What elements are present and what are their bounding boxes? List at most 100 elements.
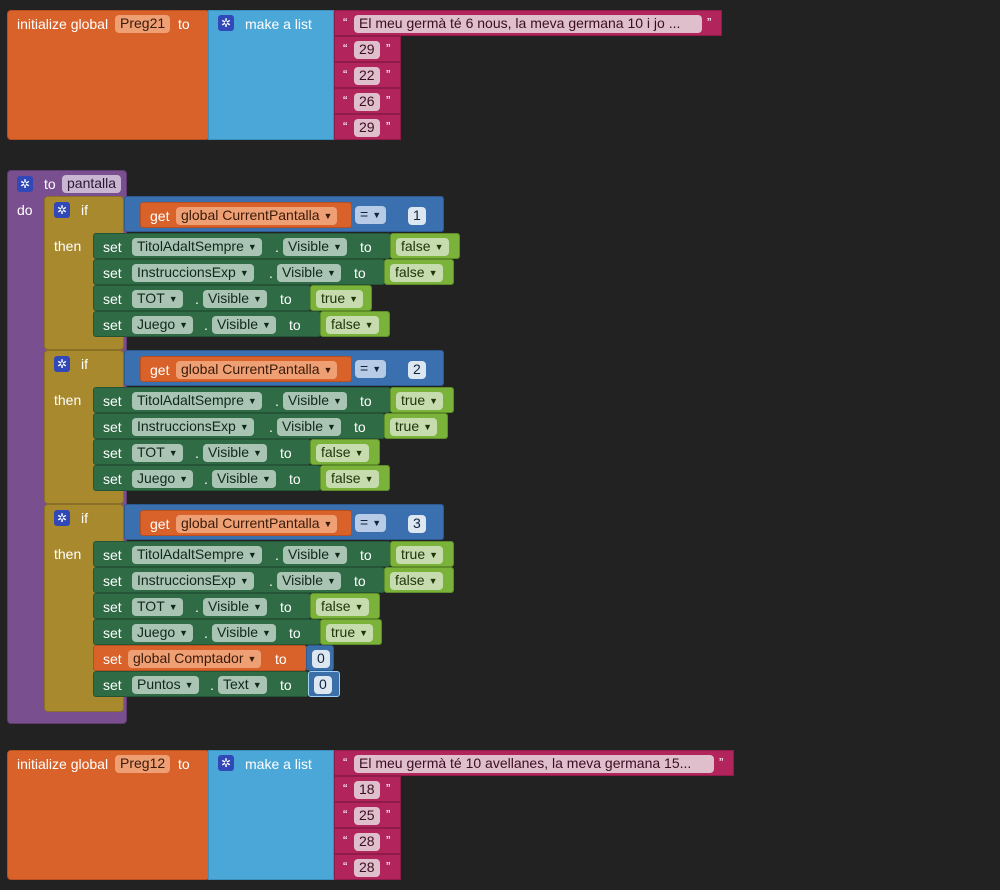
text-field[interactable]: 29 (354, 119, 380, 137)
text-field[interactable]: 18 (354, 781, 380, 799)
boolean-dropdown[interactable]: false▼ (316, 444, 369, 462)
component-dropdown[interactable]: InstruccionsExp▼ (132, 418, 254, 436)
boolean-block[interactable]: false▼ (384, 259, 454, 285)
variable-dropdown[interactable]: global CurrentPantalla▼ (176, 361, 338, 379)
number-block[interactable]: 0 (308, 671, 340, 697)
set-property-block[interactable]: set Juego▼ . Visible▼ to (93, 465, 321, 491)
gear-icon[interactable]: ✲ (54, 202, 70, 218)
operator-dropdown[interactable]: =▼ (355, 514, 387, 532)
boolean-dropdown[interactable]: false▼ (396, 238, 449, 256)
property-dropdown[interactable]: Visible▼ (203, 290, 267, 308)
set-property-block[interactable]: set Juego▼ . Visible▼ to (93, 311, 321, 337)
text-field[interactable]: 22 (354, 67, 380, 85)
set-property-block[interactable]: set TOT▼ . Visible▼ to (93, 439, 311, 465)
set-property-block[interactable]: set TitolAdaltSempre▼ . Visible▼ to (93, 387, 391, 413)
procedure-name-field[interactable]: pantalla (62, 175, 122, 193)
text-block[interactable]: “ 22 ” (334, 62, 401, 88)
make-a-list-block[interactable]: ✲ make a list (208, 750, 334, 880)
text-field[interactable]: El meu germà té 6 nous, la meva germana … (354, 15, 702, 33)
set-property-block[interactable]: set Puntos▼ . Text▼ to (93, 671, 309, 697)
boolean-dropdown[interactable]: false▼ (390, 264, 443, 282)
property-dropdown[interactable]: Visible▼ (277, 418, 341, 436)
operator-dropdown[interactable]: =▼ (355, 360, 387, 378)
component-dropdown[interactable]: Juego▼ (132, 470, 194, 488)
text-block[interactable]: “ 25 ” (334, 802, 401, 828)
variable-name-field[interactable]: Preg12 (115, 755, 171, 773)
set-variable-block[interactable]: set global Comptador▼ to (93, 645, 307, 671)
component-dropdown[interactable]: Puntos▼ (132, 676, 199, 694)
text-field[interactable]: 26 (354, 93, 380, 111)
property-dropdown[interactable]: Visible▼ (277, 264, 341, 282)
boolean-dropdown[interactable]: false▼ (326, 316, 379, 334)
property-dropdown[interactable]: Visible▼ (212, 316, 276, 334)
boolean-block[interactable]: false▼ (384, 567, 454, 593)
boolean-block[interactable]: false▼ (320, 465, 390, 491)
text-block[interactable]: “ 29 ” (334, 114, 401, 140)
boolean-dropdown[interactable]: true▼ (396, 392, 444, 410)
component-dropdown[interactable]: InstruccionsExp▼ (132, 264, 254, 282)
gear-icon[interactable]: ✲ (54, 356, 70, 372)
boolean-dropdown[interactable]: false▼ (326, 470, 379, 488)
variable-name-field[interactable]: Preg21 (115, 15, 171, 33)
boolean-dropdown[interactable]: false▼ (316, 598, 369, 616)
property-dropdown[interactable]: Visible▼ (203, 598, 267, 616)
get-variable-block[interactable]: get global CurrentPantalla▼ (140, 356, 352, 382)
component-dropdown[interactable]: TitolAdaltSempre▼ (132, 392, 262, 410)
property-dropdown[interactable]: Visible▼ (203, 444, 267, 462)
get-variable-block[interactable]: get global CurrentPantalla▼ (140, 202, 352, 228)
property-dropdown[interactable]: Visible▼ (277, 572, 341, 590)
gear-icon[interactable]: ✲ (218, 15, 234, 31)
variable-dropdown[interactable]: global Comptador▼ (128, 650, 262, 668)
set-property-block[interactable]: set InstruccionsExp▼ . Visible▼ to (93, 259, 385, 285)
variable-dropdown[interactable]: global CurrentPantalla▼ (176, 207, 338, 225)
text-block[interactable]: “ El meu germà té 10 avellanes, la meva … (334, 750, 734, 776)
boolean-block[interactable]: true▼ (390, 541, 454, 567)
boolean-block[interactable]: true▼ (320, 619, 382, 645)
component-dropdown[interactable]: Juego▼ (132, 316, 194, 334)
text-block[interactable]: “ 18 ” (334, 776, 401, 802)
number-field[interactable]: 3 (408, 515, 426, 533)
number-field[interactable]: 2 (408, 361, 426, 379)
set-property-block[interactable]: set InstruccionsExp▼ . Visible▼ to (93, 413, 385, 439)
text-block[interactable]: “ 28 ” (334, 828, 401, 854)
component-dropdown[interactable]: TitolAdaltSempre▼ (132, 546, 262, 564)
text-field[interactable]: 28 (354, 833, 380, 851)
set-property-block[interactable]: set TitolAdaltSempre▼ . Visible▼ to (93, 541, 391, 567)
text-block[interactable]: “ El meu germà té 6 nous, la meva german… (334, 10, 722, 36)
component-dropdown[interactable]: InstruccionsExp▼ (132, 572, 254, 590)
make-a-list-block[interactable]: ✲ make a list (208, 10, 334, 140)
property-dropdown[interactable]: Visible▼ (283, 392, 347, 410)
boolean-block[interactable]: false▼ (320, 311, 390, 337)
boolean-dropdown[interactable]: true▼ (396, 546, 444, 564)
initialize-global-block[interactable]: initialize global Preg12 to (7, 750, 210, 880)
property-dropdown[interactable]: Visible▼ (283, 546, 347, 564)
property-dropdown[interactable]: Visible▼ (212, 624, 276, 642)
set-property-block[interactable]: set InstruccionsExp▼ . Visible▼ to (93, 567, 385, 593)
boolean-block[interactable]: false▼ (310, 439, 380, 465)
boolean-dropdown[interactable]: true▼ (390, 418, 438, 436)
variable-dropdown[interactable]: global CurrentPantalla▼ (176, 515, 338, 533)
component-dropdown[interactable]: TOT▼ (132, 444, 183, 462)
boolean-block[interactable]: false▼ (310, 593, 380, 619)
set-property-block[interactable]: set Juego▼ . Visible▼ to (93, 619, 321, 645)
set-property-block[interactable]: set TOT▼ . Visible▼ to (93, 593, 311, 619)
property-dropdown[interactable]: Text▼ (218, 676, 267, 694)
boolean-dropdown[interactable]: true▼ (326, 624, 374, 642)
gear-icon[interactable]: ✲ (54, 510, 70, 526)
boolean-dropdown[interactable]: false▼ (390, 572, 443, 590)
set-property-block[interactable]: set TitolAdaltSempre▼ . Visible▼ to (93, 233, 391, 259)
component-dropdown[interactable]: Juego▼ (132, 624, 194, 642)
number-field[interactable]: 0 (314, 676, 332, 694)
boolean-block[interactable]: true▼ (384, 413, 448, 439)
boolean-dropdown[interactable]: true▼ (316, 290, 364, 308)
number-field[interactable]: 1 (408, 207, 426, 225)
operator-dropdown[interactable]: =▼ (355, 206, 387, 224)
text-field[interactable]: El meu germà té 10 avellanes, la meva ge… (354, 755, 714, 773)
text-field[interactable]: 28 (354, 859, 380, 877)
gear-icon[interactable]: ✲ (17, 176, 33, 192)
boolean-block[interactable]: true▼ (310, 285, 372, 311)
set-property-block[interactable]: set TOT▼ . Visible▼ to (93, 285, 311, 311)
boolean-block[interactable]: true▼ (390, 387, 454, 413)
text-block[interactable]: “ 26 ” (334, 88, 401, 114)
property-dropdown[interactable]: Visible▼ (283, 238, 347, 256)
